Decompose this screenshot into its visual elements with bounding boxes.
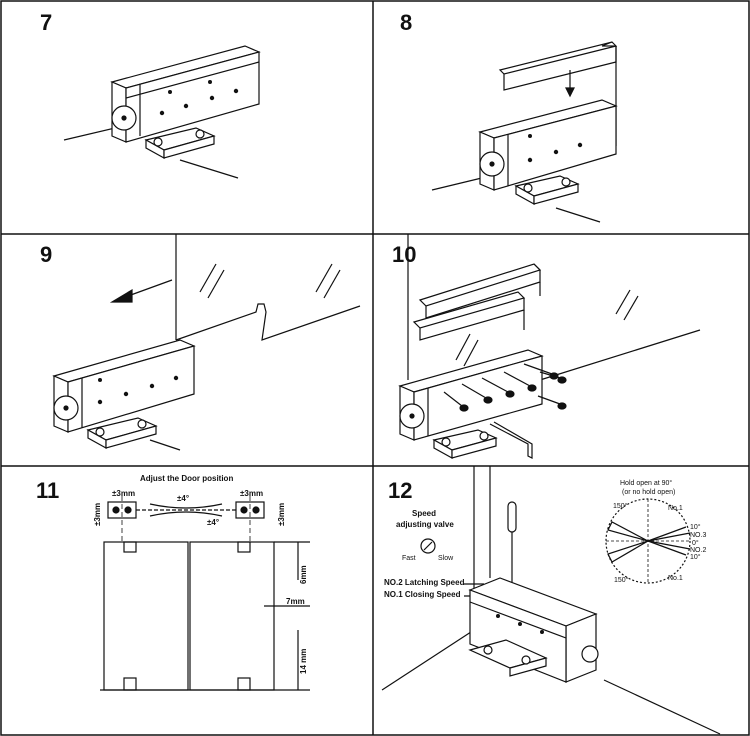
screwdriver [507, 501, 517, 582]
floor-spring-unit [110, 45, 261, 143]
panel-step-10: 10 [392, 234, 701, 460]
dimension-bottom: 14 mm [297, 630, 308, 690]
panel-step-9: 9 [40, 234, 361, 451]
base-plate [468, 639, 548, 677]
panel-step-12: 12 Speed adjusting valve Fast Slow NO.2 … [381, 466, 721, 735]
screws [443, 363, 567, 412]
floor-spring-unit [398, 349, 544, 441]
panel-step-7: 7 [40, 10, 261, 179]
step-number-9: 9 [40, 242, 52, 267]
no2-small-label: NO.2 [690, 547, 706, 554]
hold-open-label: Hold open at 90° [620, 479, 672, 487]
angle-10-top: 10° [690, 523, 701, 531]
slide-arrow [127, 279, 173, 297]
no1-closing-label: NO.1 Closing Speed [384, 590, 461, 599]
no2-latching-label: NO.2 Latching Speed [384, 578, 465, 587]
glass-hatch [455, 333, 471, 361]
speed-title-1: Speed [412, 509, 436, 518]
tolerance-vertical-right: ±3mm [277, 503, 286, 526]
dimension-top-label: 6mm [299, 565, 308, 584]
angle-top: ±4° [177, 494, 189, 503]
pivot-plate-right [235, 501, 265, 519]
no1-bottom: No.1 [668, 575, 683, 582]
floor-spring-unit [478, 99, 618, 191]
dimension-gap: 7mm [264, 597, 310, 607]
tolerance-vertical-left: ±3mm [93, 503, 102, 526]
step-number-12: 12 [388, 478, 412, 503]
base-plate [514, 175, 580, 206]
glass-hatch [199, 263, 217, 293]
fast-label: Fast [402, 555, 416, 562]
step-number-11: 11 [36, 478, 59, 503]
angle-bottom: ±4° [207, 518, 219, 527]
angle-150-top: 150° [613, 502, 628, 510]
speed-title-2: adjusting valve [396, 520, 454, 529]
dimension-bottom-label: 14 mm [299, 649, 308, 674]
panel-step-11: 11 Adjust the Door position ±3mm ±3mm ±4… [36, 474, 310, 691]
step-number-8: 8 [400, 10, 412, 35]
no1-top: No.1 [668, 505, 683, 512]
angle-dial [605, 498, 691, 584]
no-hold-open-label: (or no hold open) [622, 489, 675, 496]
base-plate [432, 429, 498, 460]
step-number-10: 10 [392, 242, 416, 267]
no3-label: NO.3 [690, 532, 706, 539]
hex-key [489, 421, 533, 459]
floor-spring-unit [52, 339, 196, 433]
floor-spring-unit [468, 577, 599, 683]
door-leaf-left [103, 541, 189, 691]
pivot-plate-left [107, 501, 137, 519]
top-cover-plates [412, 263, 542, 341]
dimension-top: 6mm [297, 542, 308, 584]
base-plate [144, 127, 216, 160]
dimension-gap-label: 7mm [286, 597, 305, 606]
top-cover-plate [498, 41, 618, 75]
base-plate [86, 417, 158, 450]
glass-door-bottom [175, 303, 361, 341]
angle-10-bottom: 10° [690, 553, 701, 561]
speed-valve-icon [420, 538, 436, 554]
tolerance-right: ±3mm [240, 489, 263, 498]
door-leaf-right [189, 541, 275, 691]
slow-label: Slow [438, 555, 454, 562]
panel-step-8: 8 [400, 10, 618, 223]
angle-0-label: 0° [692, 539, 699, 547]
adjust-title: Adjust the Door position [140, 474, 233, 483]
angle-150-bottom: 150° [614, 576, 629, 584]
tolerance-left: ±3mm [112, 489, 135, 498]
step-number-7: 7 [40, 10, 52, 35]
